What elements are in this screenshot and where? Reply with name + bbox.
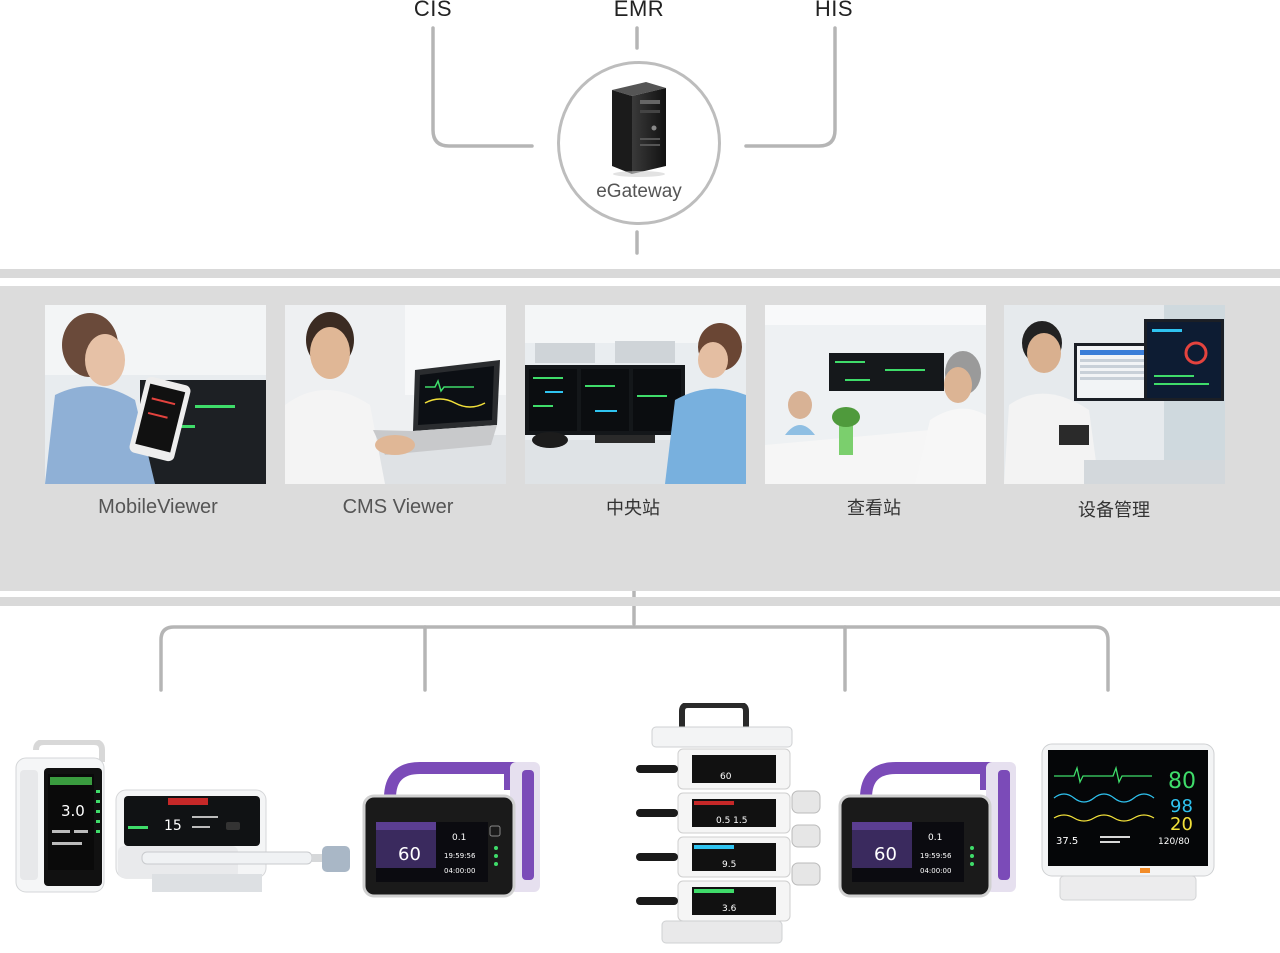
pump2-secondary-rate: 0.1	[928, 833, 942, 843]
patient-monitor-device: 80 98 20 37.5 120/80	[1041, 743, 1215, 901]
pump2-remaining: 04:00:00	[920, 867, 951, 875]
pump-remaining: 04:00:00	[444, 867, 475, 875]
infusion-pump-device-1: 60 0.1 19:59:56 04:00:00	[362, 762, 540, 898]
station-label-device-management: 设备管理	[1078, 500, 1150, 521]
syringe-pump-device: 15	[115, 789, 350, 892]
handheld-monitor-device: 3.0	[15, 740, 105, 893]
pump-time: 19:59:56	[444, 852, 476, 860]
gateway-label: eGateway	[596, 181, 682, 202]
photo-cms-viewer	[285, 305, 506, 484]
photo-mobileviewer	[45, 305, 266, 484]
photo-central-station	[525, 305, 746, 484]
svg-text:0.5 1.5: 0.5 1.5	[716, 816, 748, 826]
svg-text:9.5: 9.5	[722, 860, 736, 870]
monitor-bp-value: 120/80	[1158, 837, 1190, 847]
server-tower-icon	[612, 82, 666, 177]
pump2-rate-value: 60	[874, 844, 897, 865]
monitor-hr-value: 80	[1168, 769, 1196, 794]
station-label-cms-viewer: CMS Viewer	[342, 496, 454, 518]
band-bottom-stripe	[0, 597, 1280, 606]
pump2-time: 19:59:56	[920, 852, 952, 860]
monitor-resp-value: 20	[1170, 814, 1193, 835]
infusion-pump-device-2: 60 0.1 19:59:56 04:00:00	[838, 762, 1016, 898]
pump-rate-value: 60	[398, 844, 421, 865]
cis-label: CIS	[413, 0, 453, 21]
photo-viewing-station	[765, 305, 986, 484]
station-label-viewing: 查看站	[847, 498, 901, 519]
monitor-spo2-value: 98	[1170, 796, 1193, 817]
station-label-mobileviewer: MobileViewer	[98, 496, 218, 518]
infusion-workstation-stack: 60 0.5 1.5 9.5 3.6	[636, 703, 821, 944]
emr-label: EMR	[613, 0, 665, 21]
pump-secondary-rate: 0.1	[452, 833, 466, 843]
monitor-temp-value: 37.5	[1056, 836, 1078, 847]
svg-text:60: 60	[720, 772, 732, 782]
syringe-rate-value: 15	[164, 818, 182, 834]
small-monitor-value: 3.0	[61, 802, 85, 820]
station-label-central: 中央站	[606, 498, 660, 519]
his-label: HIS	[814, 0, 854, 21]
photo-device-management	[1004, 305, 1225, 484]
svg-text:3.6: 3.6	[722, 904, 737, 914]
band-top-stripe	[0, 269, 1280, 278]
